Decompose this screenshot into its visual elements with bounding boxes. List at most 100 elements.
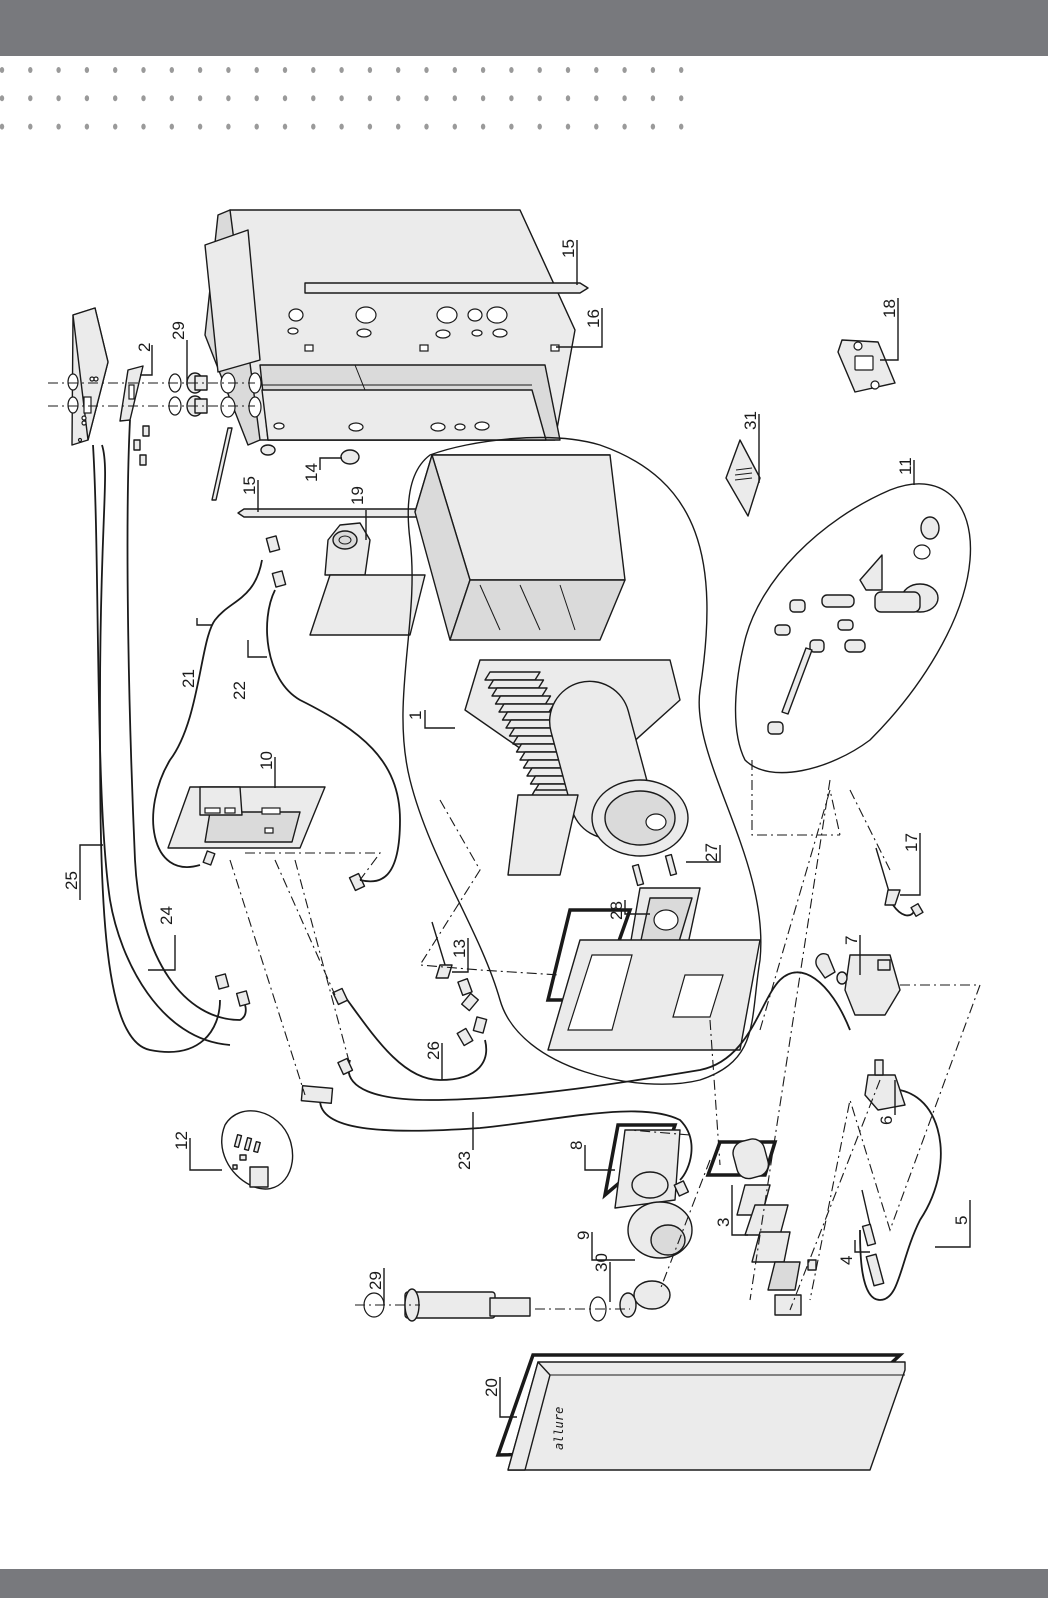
decorative-dot	[622, 123, 627, 130]
decorative-dot	[28, 95, 33, 102]
callout-27: 27	[702, 843, 721, 862]
decorative-dot	[169, 67, 174, 73]
callout-4: 4	[837, 1256, 856, 1265]
decorative-dot	[424, 67, 429, 73]
callout-5: 5	[952, 1216, 971, 1225]
callout-9: 9	[574, 1231, 593, 1240]
decorative-dot	[509, 95, 514, 102]
decorative-dot	[141, 95, 146, 102]
flow-sensor-part	[431, 921, 488, 1047]
callout-1: 1	[406, 711, 425, 720]
decorative-dot	[0, 123, 5, 130]
decorative-dot	[254, 67, 259, 73]
callout-15-top: 15	[559, 239, 578, 258]
decorative-dot	[84, 95, 90, 102]
decorative-dot	[113, 67, 118, 73]
decorative-dot	[169, 123, 174, 130]
callout-14: 14	[302, 463, 321, 482]
callout-26: 26	[424, 1041, 443, 1060]
heat-exchanger-fin	[491, 687, 548, 697]
decorative-dot	[226, 67, 231, 73]
decorative-dot	[480, 123, 486, 130]
callout-28: 28	[607, 901, 626, 920]
callout-13: 13	[450, 939, 469, 958]
callout-10: 10	[257, 751, 276, 770]
heat-exchanger-block	[464, 659, 689, 887]
decorative-dot	[480, 95, 486, 102]
decorative-dot	[537, 67, 542, 73]
callout-18: 18	[880, 299, 899, 318]
decorative-dot	[56, 123, 61, 130]
decorative-dot	[367, 67, 373, 73]
decorative-dot	[282, 67, 288, 73]
condensate-fittings	[767, 516, 940, 735]
decorative-dot	[113, 123, 118, 130]
decorative-dot	[424, 123, 429, 130]
decorative-dot	[311, 67, 316, 73]
decorative-dot	[339, 95, 344, 102]
callout-21: 21	[179, 669, 198, 688]
connector-pieces	[133, 425, 150, 466]
rating-label-part	[725, 439, 761, 517]
decorative-dot	[113, 95, 118, 102]
return-sensor-part	[875, 847, 924, 918]
flue-pipe	[363, 1288, 531, 1322]
decorative-dot	[141, 67, 146, 73]
decorative-dot	[311, 95, 316, 102]
decorative-dot	[537, 123, 542, 130]
fan-assembly	[602, 1123, 693, 1318]
decorative-dot	[452, 95, 457, 102]
callout-8: 8	[567, 1141, 586, 1150]
decorative-dot	[56, 95, 61, 102]
decorative-dot	[28, 67, 33, 73]
decorative-dot	[339, 67, 344, 73]
decorative-dot	[679, 95, 684, 102]
decorative-dot	[396, 95, 401, 102]
decorative-dot	[56, 67, 61, 73]
front-cover-part: allure	[495, 1353, 906, 1471]
decorative-dot	[679, 67, 684, 73]
decorative-dot	[0, 67, 5, 73]
decorative-dot	[424, 95, 429, 102]
decorative-dot	[452, 67, 457, 73]
decorative-dot	[537, 95, 542, 102]
front-plate-gasket	[545, 908, 761, 1051]
decorative-dot	[650, 95, 656, 102]
heat-exchanger-fin	[487, 679, 545, 689]
callout-12: 12	[172, 1131, 191, 1150]
decorative-dot	[169, 95, 174, 102]
bottom-footer-band	[0, 1569, 1048, 1598]
decorative-dot	[367, 95, 373, 102]
brand-logo: allure	[552, 1407, 566, 1450]
decorative-dot	[197, 67, 203, 73]
callout-29-top: 29	[169, 321, 188, 340]
decorative-dot	[480, 67, 486, 73]
callout-31: 31	[741, 411, 760, 430]
callout-16: 16	[584, 309, 603, 328]
decorative-dot	[339, 123, 344, 130]
decorative-dot	[311, 123, 316, 130]
callout-17: 17	[902, 833, 921, 852]
exploded-parts-diagram: allure 1	[48, 209, 981, 1471]
air-pressure-switch-part	[324, 522, 371, 576]
decorative-dot	[226, 95, 231, 102]
callout-22: 22	[230, 681, 249, 700]
decorative-dot	[84, 67, 90, 73]
top-header-band	[0, 0, 1048, 56]
decorative-dot	[141, 123, 146, 130]
heat-exchanger-fin	[494, 695, 552, 705]
callout-7: 7	[842, 936, 861, 945]
callout-25: 25	[62, 871, 81, 890]
callout-numbers: 1 2 3 4 5 6 7 8 9 10 11 12 13 14 15 15 1…	[62, 239, 971, 1397]
decorative-dot	[622, 95, 627, 102]
control-panel-fascia	[67, 307, 109, 446]
gas-valve-part	[815, 953, 901, 1016]
decorative-dot	[197, 123, 203, 130]
callout-24: 24	[157, 906, 176, 925]
heat-exchanger-fin	[498, 703, 555, 713]
callout-2: 2	[135, 343, 154, 352]
callout-leaders	[79, 240, 971, 1418]
decorative-dot	[226, 123, 231, 130]
decorative-dot	[0, 95, 5, 102]
ignition-electrode-part	[861, 1189, 885, 1287]
